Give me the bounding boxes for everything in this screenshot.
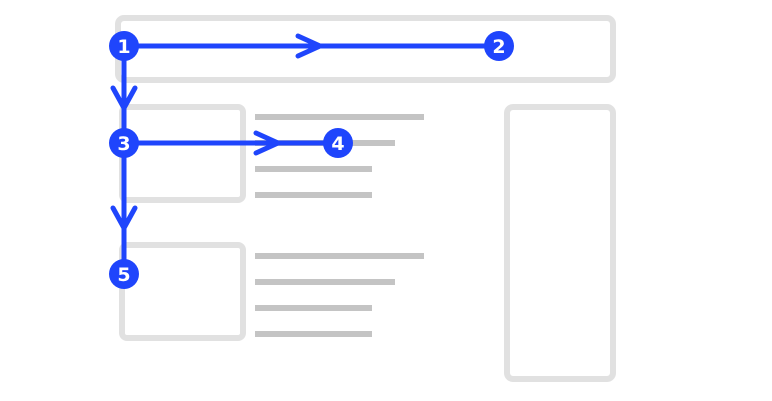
- text-line: [255, 305, 372, 311]
- step-marker-1: 1: [109, 31, 139, 61]
- image-block-bottom: [119, 242, 246, 341]
- text-line: [255, 192, 372, 198]
- sidebar-block: [504, 104, 616, 382]
- text-lines-bottom: [255, 253, 424, 337]
- text-line: [255, 253, 424, 259]
- arrow-right-icon: [253, 130, 281, 156]
- header-block: [115, 15, 616, 83]
- svg-text:3: 3: [117, 133, 130, 155]
- step-marker-4: 4: [323, 128, 353, 158]
- step-marker-2: 2: [484, 31, 514, 61]
- svg-text:4: 4: [331, 133, 344, 155]
- image-block-top: [119, 104, 246, 203]
- svg-text:5: 5: [117, 264, 130, 286]
- svg-text:1: 1: [117, 36, 130, 58]
- arrow-down-icon: [110, 85, 138, 111]
- text-line: [255, 114, 424, 120]
- page-wireframe: [115, 15, 616, 382]
- text-line: [255, 279, 395, 285]
- svg-text:2: 2: [492, 36, 505, 58]
- step-marker-3: 3: [109, 128, 139, 158]
- text-line: [255, 166, 372, 172]
- arrow-right-icon: [295, 33, 323, 59]
- text-line: [255, 331, 372, 337]
- eye-flow-path: [110, 33, 502, 277]
- step-marker-5: 5: [109, 259, 139, 289]
- arrow-down-icon: [110, 205, 138, 231]
